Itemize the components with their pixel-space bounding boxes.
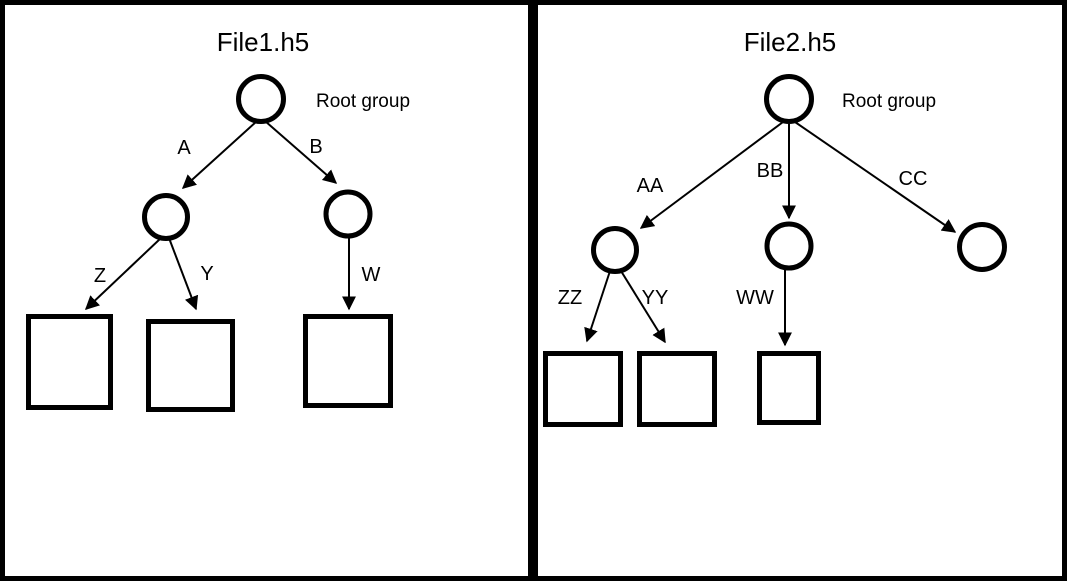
right-edge-yy-label: YY <box>642 287 669 309</box>
right-edge-yy-arrow <box>620 270 666 344</box>
left-edge-y-arrow <box>168 237 199 311</box>
right-root-group-node <box>764 74 814 124</box>
left-edge-b-label: B <box>309 136 322 158</box>
right-edge-aa-label: AA <box>637 175 664 197</box>
file1-panel: File1.h5 Root group A B Z Y W <box>26 27 410 412</box>
panel-divider <box>528 0 538 581</box>
left-dataset-z-node <box>26 314 113 410</box>
left-edge-a-arrow <box>181 120 258 189</box>
left-edge-a-label: A <box>177 137 191 159</box>
file2-title: File2.h5 <box>744 27 837 57</box>
left-root-group-node <box>236 74 286 124</box>
left-edge-z-label: Z <box>94 265 106 287</box>
left-edge-b-arrow <box>264 120 338 184</box>
left-edge-y-label: Y <box>200 263 213 285</box>
right-group-aa-node <box>591 226 639 274</box>
left-edge-z-arrow <box>84 237 162 310</box>
right-edge-zz-arrow <box>584 270 611 343</box>
right-dataset-yy-node <box>637 351 717 427</box>
right-group-cc-node <box>957 222 1007 272</box>
left-group-a-node <box>142 193 190 241</box>
right-dataset-ww-node <box>757 351 821 425</box>
left-dataset-w-node <box>303 314 393 408</box>
file1-title: File1.h5 <box>217 27 310 57</box>
left-edge-w-label: W <box>362 264 381 286</box>
right-group-bb-node <box>764 221 814 271</box>
right-edge-cc-label: CC <box>899 168 928 190</box>
right-edge-bb-label: BB <box>757 160 784 182</box>
right-dataset-zz-node <box>543 351 623 427</box>
right-edge-zz-label: ZZ <box>558 287 582 309</box>
left-dataset-y-node <box>146 319 235 412</box>
file2-panel: File2.h5 Root group AA BB CC ZZ YY <box>543 27 1007 427</box>
left-root-group-label: Root group <box>316 91 410 112</box>
right-edge-aa-arrow <box>639 121 784 229</box>
right-edge-cc-arrow <box>794 121 957 233</box>
left-group-b-node <box>323 189 373 239</box>
right-edge-ww-label: WW <box>736 287 774 309</box>
right-root-group-label: Root group <box>842 91 936 112</box>
